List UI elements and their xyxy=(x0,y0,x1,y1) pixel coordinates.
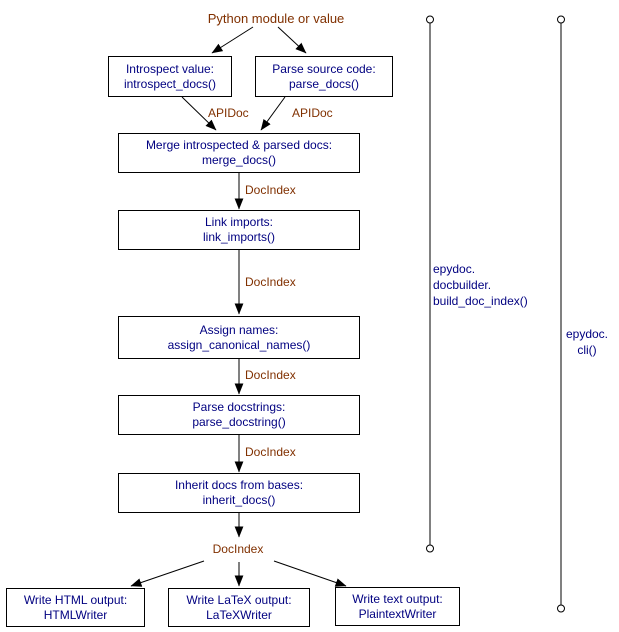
span-label-build-doc-index-line1: epydoc. xyxy=(433,262,476,276)
span-label-cli-line1: epydoc. xyxy=(565,327,609,341)
edge-label-docindex-assign: DocIndex xyxy=(245,368,296,382)
node-link-imports-func: link_imports() xyxy=(202,230,275,244)
node-inherit-docs-title: Inherit docs from bases: xyxy=(174,478,304,492)
node-write-html-output-writer: HTMLWriter xyxy=(43,607,108,622)
node-write-text-output: Write text output: PlaintextWriter xyxy=(335,587,460,626)
label-python-module-or-value: Python module or value xyxy=(207,11,345,26)
node-parse-source-code-func: parse_docs() xyxy=(288,76,360,91)
edge-label-apidoc-right: APIDoc xyxy=(292,106,333,120)
node-introspect-value-title: Introspect value: xyxy=(125,61,215,76)
node-parse-docstrings: Parse docstrings: parse_docstring() xyxy=(118,395,360,435)
node-introspect-value: Introspect value: introspect_docs() xyxy=(108,56,232,97)
edge-introspect-to-merge xyxy=(181,96,217,131)
node-write-latex-output: Write LaTeX output: LaTeXWriter xyxy=(168,588,310,627)
node-inherit-docs-func: inherit_docs() xyxy=(202,493,276,507)
node-assign-names-func: assign_canonical_names() xyxy=(167,337,311,352)
node-write-latex-output-title: Write LaTeX output: xyxy=(186,592,292,607)
span-terminal-build-doc-index-top xyxy=(426,15,434,24)
span-label-build-doc-index-line3: build_doc_index() xyxy=(433,294,528,308)
edge-label-docindex-final: DocIndex xyxy=(212,542,264,556)
edge-label-docindex-link: DocIndex xyxy=(245,275,296,289)
node-parse-source-code: Parse source code: parse_docs() xyxy=(255,56,393,97)
node-parse-docstrings-title: Parse docstrings: xyxy=(192,400,286,414)
span-label-build-doc-index-line2: docbuilder. xyxy=(433,278,492,292)
node-write-html-output-title: Write HTML output: xyxy=(23,592,128,607)
edge-label-docindex-parse: DocIndex xyxy=(245,445,296,459)
node-parse-docstrings-func: parse_docstring() xyxy=(192,415,286,429)
edge-parse-to-merge xyxy=(260,96,286,131)
edge-source-to-introspect xyxy=(211,26,254,54)
span-label-cli-line2: cli() xyxy=(577,343,597,357)
node-parse-source-code-title: Parse source code: xyxy=(272,61,376,76)
edge-label-apidoc-left: APIDoc xyxy=(208,106,249,120)
span-label-build-doc-index: epydoc. docbuilder. build_doc_index() xyxy=(433,261,528,309)
node-write-latex-output-writer: LaTeXWriter xyxy=(206,607,272,622)
span-terminal-cli-top xyxy=(557,15,565,24)
node-merge-docs: Merge introspected & parsed docs: merge_… xyxy=(118,133,360,173)
node-link-imports-title: Link imports: xyxy=(204,215,274,229)
edge-source-to-parse xyxy=(277,26,307,54)
node-link-imports: Link imports: link_imports() xyxy=(118,210,360,250)
edge-label-docindex-merge: DocIndex xyxy=(245,183,296,197)
node-assign-names: Assign names: assign_canonical_names() xyxy=(118,316,360,359)
node-introspect-value-func: introspect_docs() xyxy=(123,76,217,91)
node-assign-names-title: Assign names: xyxy=(199,322,279,337)
span-label-cli: epydoc. cli() xyxy=(562,326,612,358)
node-write-html-output: Write HTML output: HTMLWriter xyxy=(6,588,145,627)
node-merge-docs-func: merge_docs() xyxy=(201,153,277,167)
edge-docindex-to-html xyxy=(130,560,205,587)
edge-docindex-to-text xyxy=(273,560,347,587)
node-inherit-docs: Inherit docs from bases: inherit_docs() xyxy=(118,473,360,513)
node-write-text-output-writer: PlaintextWriter xyxy=(358,606,437,621)
node-write-text-output-title: Write text output: xyxy=(352,591,443,606)
span-terminal-build-doc-index-bottom xyxy=(426,544,434,553)
node-merge-docs-title: Merge introspected & parsed docs: xyxy=(145,138,333,152)
span-terminal-cli-bottom xyxy=(557,604,565,613)
